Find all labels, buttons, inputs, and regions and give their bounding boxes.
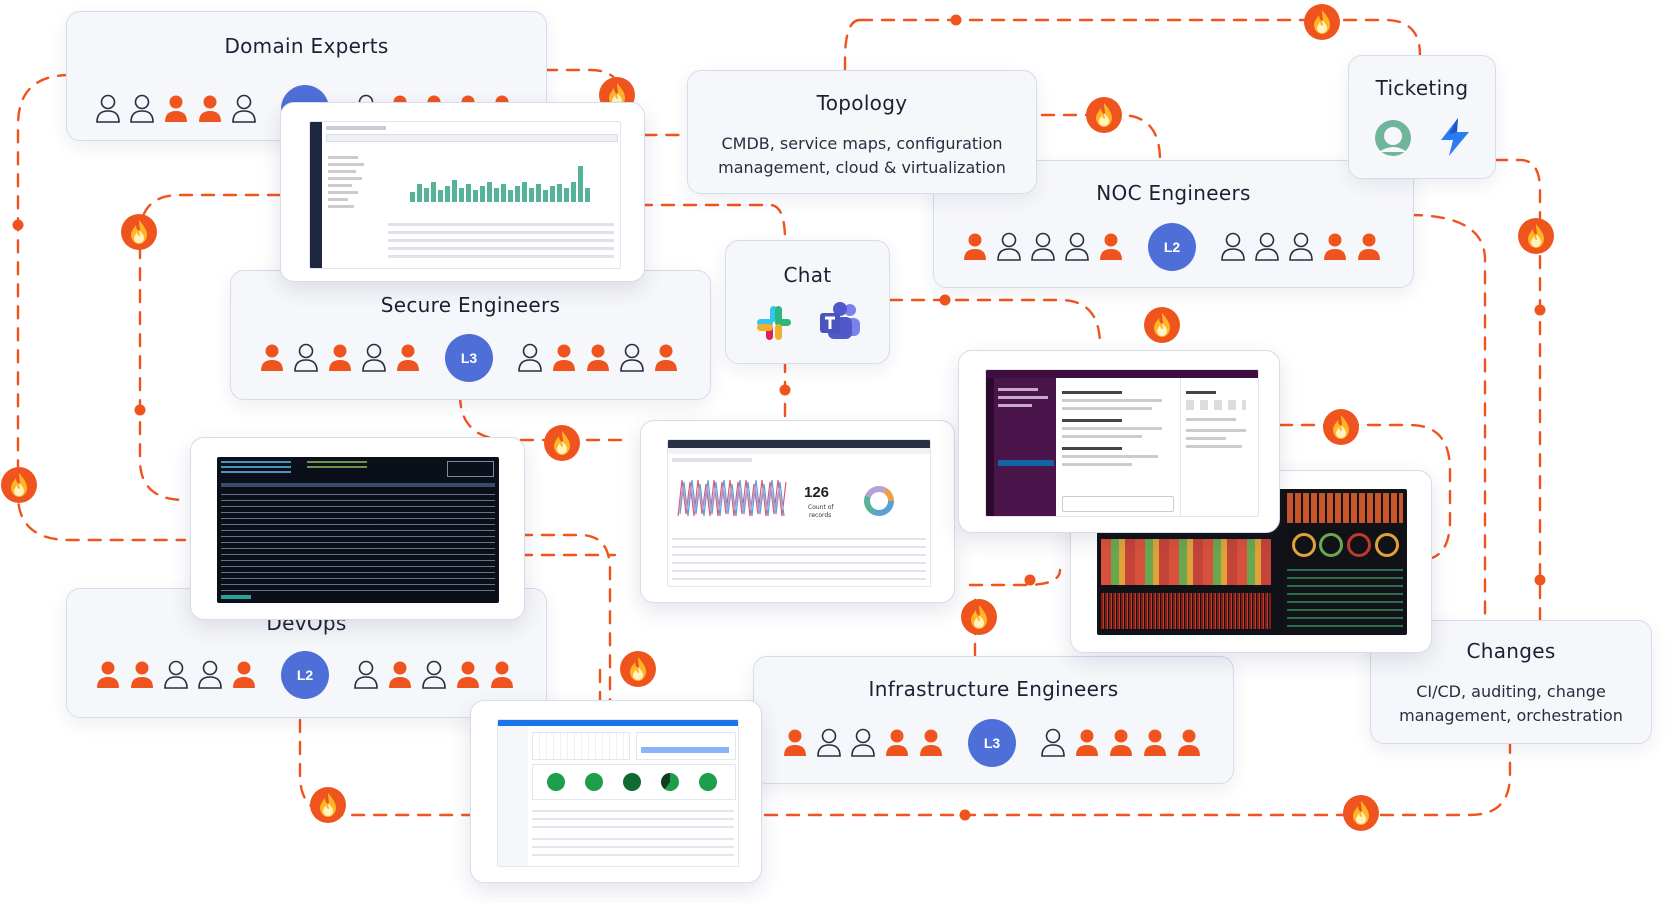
person-filled-icon (131, 661, 153, 688)
slack-icon (757, 306, 791, 340)
person-filled-icon (261, 344, 283, 371)
person-filled-icon (389, 661, 411, 688)
person-outline-icon (1289, 232, 1313, 261)
records-label-1: Count of (808, 504, 834, 511)
person-filled-icon (587, 344, 609, 371)
terminal-screenshot (190, 437, 525, 620)
person-outline-icon (1255, 232, 1279, 261)
fire-icon (1304, 4, 1340, 40)
level-badge: L2 (281, 651, 329, 699)
person-filled-icon (1358, 233, 1380, 260)
records-label-2: records (809, 512, 832, 519)
person-filled-icon (886, 729, 908, 756)
team-members: L3 (259, 334, 687, 382)
person-outline-icon (1031, 232, 1055, 261)
person-filled-icon (553, 344, 575, 371)
changes-line-1: CI/CD, auditing, change (1416, 682, 1606, 701)
person-filled-icon (199, 95, 221, 122)
fire-icon (1, 467, 37, 503)
fire-icon (310, 787, 346, 823)
person-filled-icon (491, 661, 513, 688)
fire-icon (1323, 409, 1359, 445)
topology-line-1: CMDB, service maps, configuration (721, 134, 1003, 153)
person-filled-icon (329, 344, 351, 371)
level-badge: L3 (968, 719, 1016, 767)
person-outline-icon (1041, 728, 1065, 757)
chat-card: Chat (725, 240, 890, 364)
records-dashboard-screenshot: 126 Count of records (640, 420, 955, 603)
person-filled-icon (964, 233, 986, 260)
records-count: 126 (804, 484, 830, 501)
level-badge: L3 (445, 334, 493, 382)
teams-icon (820, 302, 860, 339)
chat-title: Chat (783, 263, 832, 287)
topology-card: Topology CMDB, service maps, configurati… (687, 70, 1037, 194)
team-card-infrastructure-engineers: Infrastructure Engineers L3 (753, 656, 1234, 784)
person-outline-icon (851, 728, 875, 757)
person-outline-icon (198, 660, 222, 689)
person-filled-icon (457, 661, 479, 688)
changes-title: Changes (1466, 639, 1556, 663)
log-search-screenshot (280, 102, 645, 282)
person-filled-icon (397, 344, 419, 371)
fire-icon (1144, 307, 1180, 343)
fire-icon (620, 651, 656, 687)
person-filled-icon (1178, 729, 1200, 756)
chat-app-screenshot (958, 350, 1280, 533)
fire-icon (121, 214, 157, 250)
team-title: NOC Engineers (1096, 181, 1251, 205)
topology-line-2: management, cloud & virtualization (718, 158, 1006, 177)
ticketing-title: Ticketing (1375, 76, 1469, 100)
person-outline-icon (422, 660, 446, 689)
fire-icon (1086, 97, 1122, 133)
person-filled-icon (1144, 729, 1166, 756)
lightning-icon (1441, 118, 1469, 156)
headset-icon (1375, 120, 1411, 156)
person-outline-icon (1065, 232, 1089, 261)
ticketing-card: Ticketing (1348, 55, 1496, 179)
person-filled-icon (1100, 233, 1122, 260)
health-dashboard-screenshot (470, 700, 762, 883)
person-filled-icon (97, 661, 119, 688)
team-members: L3 (782, 719, 1210, 767)
team-members: L2 (95, 651, 523, 699)
fire-icon (1343, 795, 1379, 831)
person-outline-icon (620, 343, 644, 372)
team-members: L2 (962, 223, 1390, 271)
person-filled-icon (1324, 233, 1346, 260)
fire-icon (961, 599, 997, 635)
person-outline-icon (294, 343, 318, 372)
person-filled-icon (1110, 729, 1132, 756)
changes-line-2: management, orchestration (1399, 706, 1623, 725)
topology-title: Topology (816, 91, 908, 115)
person-filled-icon (1076, 729, 1098, 756)
person-outline-icon (997, 232, 1021, 261)
person-outline-icon (1221, 232, 1245, 261)
person-filled-icon (655, 344, 677, 371)
person-filled-icon (233, 661, 255, 688)
team-title: Infrastructure Engineers (868, 677, 1119, 701)
person-outline-icon (817, 728, 841, 757)
person-outline-icon (354, 660, 378, 689)
person-filled-icon (920, 729, 942, 756)
person-filled-icon (784, 729, 806, 756)
person-outline-icon (362, 343, 386, 372)
person-outline-icon (130, 94, 154, 123)
person-outline-icon (232, 94, 256, 123)
person-outline-icon (518, 343, 542, 372)
team-title: Secure Engineers (380, 293, 561, 317)
person-filled-icon (165, 95, 187, 122)
fire-icon (1518, 218, 1554, 254)
team-title: Domain Experts (224, 34, 389, 58)
person-outline-icon (164, 660, 188, 689)
level-badge: L2 (1148, 223, 1196, 271)
fire-icon (544, 425, 580, 461)
team-card-secure-engineers: Secure Engineers L3 (230, 270, 711, 400)
person-outline-icon (96, 94, 120, 123)
